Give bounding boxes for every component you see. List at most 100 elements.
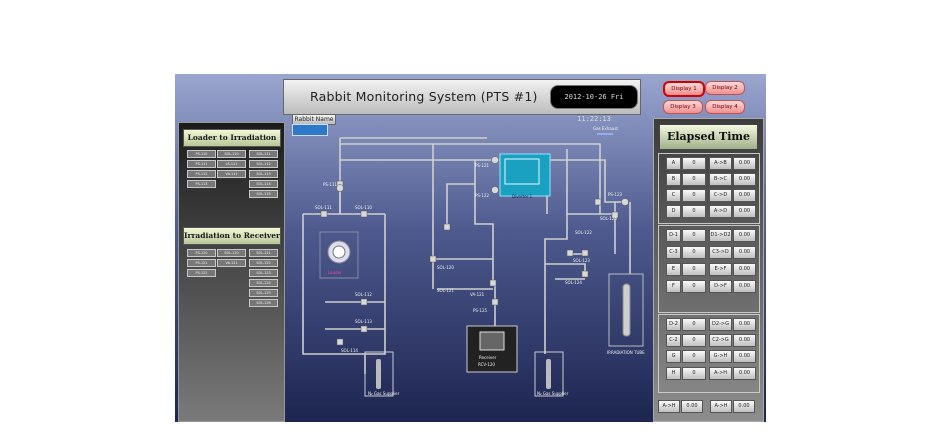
- timer-label: D-2: [666, 318, 681, 331]
- timer-value: 0.00: [733, 263, 756, 276]
- pressure-sensor-icon: [491, 156, 499, 164]
- display-1-button[interactable]: Display 1: [663, 81, 705, 97]
- timer-value: 0: [682, 318, 706, 331]
- timer-label: B: [666, 173, 681, 186]
- timer-label: C2->G: [709, 334, 732, 347]
- timer-value: 0.00: [733, 173, 756, 186]
- timer-label: D1->D2: [709, 229, 732, 242]
- sensor-chip: PS-110: [187, 150, 216, 158]
- timer-value: 0.00: [733, 400, 755, 413]
- timer-label: G: [666, 350, 681, 363]
- timer-label: A->D: [709, 205, 732, 218]
- sensor-chip: SOL-125: [249, 289, 278, 297]
- display-4-button[interactable]: Display 4: [705, 100, 745, 114]
- sensor-chip: PS-120: [187, 249, 216, 257]
- timer-label: A->H: [710, 400, 732, 413]
- valve-icon: [491, 298, 499, 306]
- display-3-button[interactable]: Display 3: [663, 100, 703, 114]
- valve-icon: [594, 198, 602, 206]
- timer-label: D->F: [709, 280, 732, 293]
- diverter-box: [499, 153, 551, 197]
- sensor-chip: SOL-111: [249, 150, 278, 158]
- gas-exhaust-label: Gas Exhaust: [593, 126, 618, 131]
- gas-supplier-left: N₂ Gas Supplier: [368, 391, 400, 396]
- valve-icon: [489, 279, 497, 287]
- timer-label: D-1: [666, 229, 681, 242]
- timer-label: D2->G: [709, 318, 732, 331]
- timer-value: 0: [682, 367, 706, 380]
- valve-icon: [360, 325, 368, 333]
- timer-value: 0.00: [733, 367, 756, 380]
- receiver-id: RCV-120: [478, 362, 495, 367]
- svg-text:PS-125: PS-125: [473, 308, 487, 313]
- timer-value: 0.00: [733, 157, 756, 170]
- pressure-sensor-icon: [491, 186, 499, 194]
- timer-value: 0.00: [733, 246, 756, 259]
- valve-icon: [429, 255, 437, 263]
- sensor-chip: SOL-120: [217, 249, 246, 257]
- sensor-chip: SOL-123: [249, 269, 278, 277]
- svg-text:SOL-111: SOL-111: [315, 205, 332, 210]
- valve-icon: [611, 211, 619, 219]
- timer-value: 0: [682, 280, 706, 293]
- timer-value: 0.00: [733, 350, 756, 363]
- valve-icon: [360, 298, 368, 306]
- timer-value: 0: [682, 350, 706, 363]
- timer-value: 0: [682, 334, 706, 347]
- piping-diagram: Diverter 1 Gas Exhaust Loader Receiver R…: [302, 126, 645, 397]
- display-2-button[interactable]: Display 2: [705, 81, 745, 95]
- timer-label: B->C: [709, 173, 732, 186]
- svg-text:SOL-124: SOL-124: [565, 280, 582, 285]
- svg-text:PS-123: PS-123: [608, 192, 622, 197]
- title-bar: Rabbit Monitoring System (PTS #1) 2012-1…: [283, 79, 641, 123]
- valve-icon: [566, 249, 574, 257]
- timer-value: 0.00: [733, 189, 756, 202]
- svg-text:SOL-120: SOL-120: [437, 265, 454, 270]
- valve-icon: [581, 270, 589, 278]
- page-title: Rabbit Monitoring System (PTS #1): [310, 89, 538, 104]
- loader-label: Loader: [328, 270, 342, 275]
- svg-text:SOL-110: SOL-110: [355, 205, 372, 210]
- sensor-chip: SOL-124: [249, 279, 278, 287]
- pressure-sensor-icon: [336, 184, 344, 192]
- valve-icon: [360, 210, 368, 218]
- pressure-sensor-icon: [621, 198, 629, 206]
- timer-value: 0: [682, 205, 706, 218]
- diverter-label: Diverter 1: [512, 194, 533, 199]
- sensor-chip: PS-121: [187, 259, 216, 267]
- svg-text:SOL-113: SOL-113: [355, 319, 372, 324]
- svg-text:SOL-125: SOL-125: [600, 216, 617, 221]
- timer-label: D: [666, 205, 681, 218]
- rabbit-name-field[interactable]: [292, 124, 328, 136]
- receiver-section-heading: Irradiation to Receiver 1: [183, 227, 281, 256]
- timer-value: 0.00: [681, 400, 703, 413]
- timer-label: A->H: [709, 367, 732, 380]
- sensor-chip: PS-111: [187, 160, 216, 168]
- sensor-chip: SOL-121: [249, 249, 278, 257]
- valve-icon: [336, 338, 344, 346]
- timer-value: 0: [682, 189, 706, 202]
- svg-text:SOL-123: SOL-123: [573, 258, 590, 263]
- svg-text:PS-121: PS-121: [475, 163, 489, 168]
- timer-label: E->F: [709, 263, 732, 276]
- sensor-chip: LS-111: [217, 160, 246, 168]
- monitoring-screen: Diverter 1 Gas Exhaust Loader Receiver R…: [175, 74, 766, 422]
- timer-value: 0: [682, 246, 706, 259]
- timer-label: C3->D: [709, 246, 732, 259]
- sensor-chip: SOL-122: [249, 259, 278, 267]
- timer-value: 0: [682, 173, 706, 186]
- sensor-chip: PS-122: [187, 269, 216, 277]
- timer-value: 0.00: [733, 318, 756, 331]
- timer-label: A->H: [658, 400, 680, 413]
- svg-text:PS-111: PS-111: [323, 182, 337, 187]
- timer-label: E: [666, 263, 681, 276]
- timer-value: 0.00: [733, 205, 756, 218]
- sensor-chip: PS-113: [187, 180, 216, 188]
- svg-text:SOL-122: SOL-122: [575, 230, 592, 235]
- timer-value: 0.00: [733, 334, 756, 347]
- irradiation-tube-label: IRRADIATION TUBE: [607, 350, 645, 355]
- sensor-chip: PS-112: [187, 170, 216, 178]
- svg-text:PS-122: PS-122: [475, 193, 489, 198]
